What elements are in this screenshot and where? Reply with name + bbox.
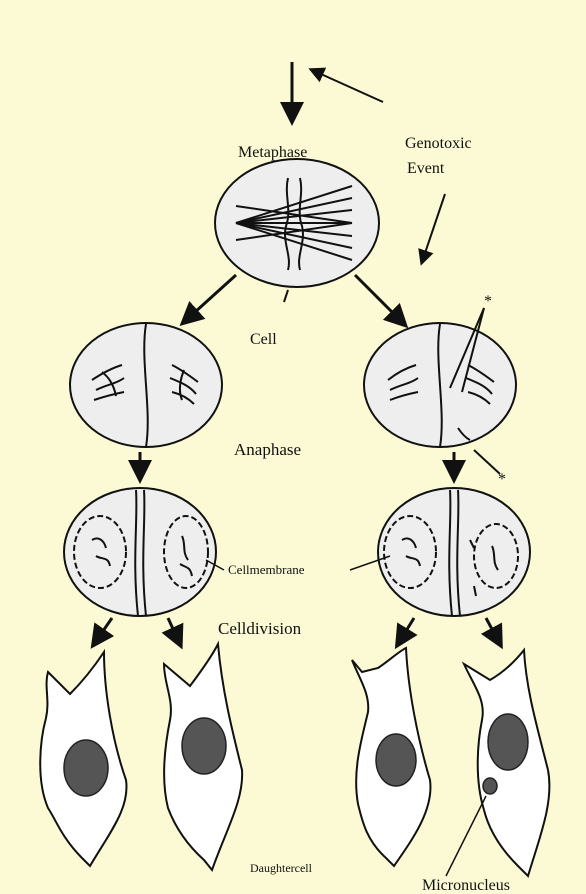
genotoxic-label-line2: Event xyxy=(407,160,445,177)
daughtercell-label: Daughtercell xyxy=(250,861,313,875)
cell-label: Cell xyxy=(250,331,277,348)
cellmembrane-label: Cellmembrane xyxy=(228,562,305,577)
anaphase-label: Anaphase xyxy=(234,440,301,459)
celldivision-label: Celldivision xyxy=(218,619,302,638)
star-marker-bottom: * xyxy=(498,471,506,488)
right-telophase-cell xyxy=(378,488,530,616)
metaphase-label: Metaphase xyxy=(238,144,307,161)
nucleus-icon xyxy=(64,740,108,796)
micronucleus-icon xyxy=(483,778,497,794)
left-anaphase-cell xyxy=(70,323,222,447)
genotoxic-label-line1: Genotoxic xyxy=(405,135,472,152)
metaphase-cell xyxy=(215,159,379,287)
star-marker-top: * xyxy=(484,293,492,310)
nucleus-icon xyxy=(488,714,528,770)
left-telophase-cell xyxy=(64,488,216,616)
nucleus-icon xyxy=(182,718,226,774)
micronucleus-label: Micronucleus xyxy=(422,877,510,894)
nucleus-icon xyxy=(376,734,416,786)
